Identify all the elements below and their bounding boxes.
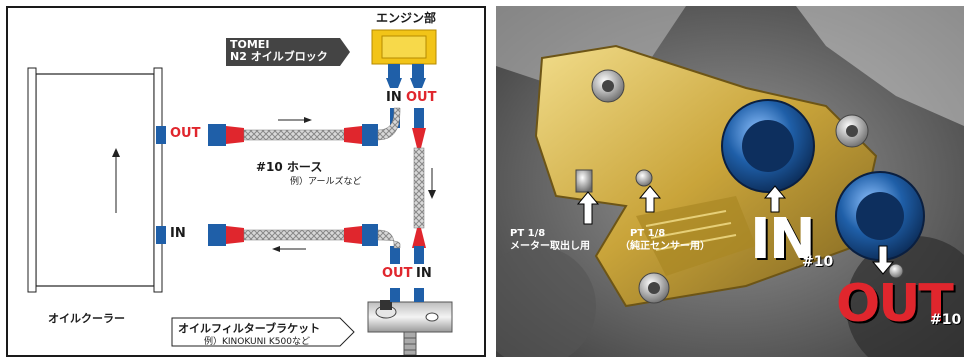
hose-label: #10 ホース: [256, 160, 323, 174]
photo-in-label: IN: [750, 207, 816, 272]
block-label-line2: N2 オイルブロック: [230, 50, 328, 63]
filter-example: 例）KINOKUNI K500など: [204, 337, 310, 347]
photo-out-label: OUT: [836, 274, 954, 334]
upper-hose: [156, 107, 401, 146]
callout-arrows: [576, 185, 895, 275]
diagram-graphics: [27, 29, 453, 355]
installed-photo: PT 1/8 メーター取出し用 PT 1/8 （純正センサー用） IN #10 …: [496, 6, 964, 357]
engine-block: [371, 29, 437, 88]
oil-routing-diagram: エンジン部 TOMEI N2 オイルブロック IN OUT OUT IN #10…: [6, 6, 486, 357]
block-in-label: IN: [386, 90, 402, 105]
lower-hose: [156, 224, 401, 252]
block-callout: [226, 38, 350, 66]
filter-callout: [171, 317, 355, 347]
cooler-in-label: IN: [170, 226, 186, 241]
hose-example: 例）アールズなど: [290, 177, 362, 187]
block-out-label: OUT: [406, 90, 437, 105]
port1-line1: PT 1/8: [510, 228, 546, 239]
block-label-line1: TOMEI: [230, 38, 270, 51]
engine-label: エンジン部: [376, 11, 437, 25]
in-fitting-photo: [721, 99, 815, 193]
vertical-hoses: [390, 108, 436, 264]
photo-graphics: [496, 6, 964, 357]
cooler-out-label: OUT: [170, 126, 201, 141]
filter-in-label: IN: [416, 266, 432, 281]
port2-line2: （純正センサー用）: [620, 241, 710, 252]
out-fitting-photo: [835, 171, 925, 261]
photo-out-size: #10: [930, 312, 962, 328]
filter-out-label: OUT: [382, 266, 413, 281]
oil-cooler: [27, 67, 163, 293]
photo-in-size: #10: [802, 254, 834, 270]
filter-label: オイルフィルターブラケット: [178, 322, 321, 335]
filter-bracket: [367, 288, 453, 355]
cooler-label: オイルクーラー: [48, 312, 125, 325]
port2-line1: PT 1/8: [630, 228, 666, 239]
port1-line2: メーター取出し用: [510, 241, 590, 252]
